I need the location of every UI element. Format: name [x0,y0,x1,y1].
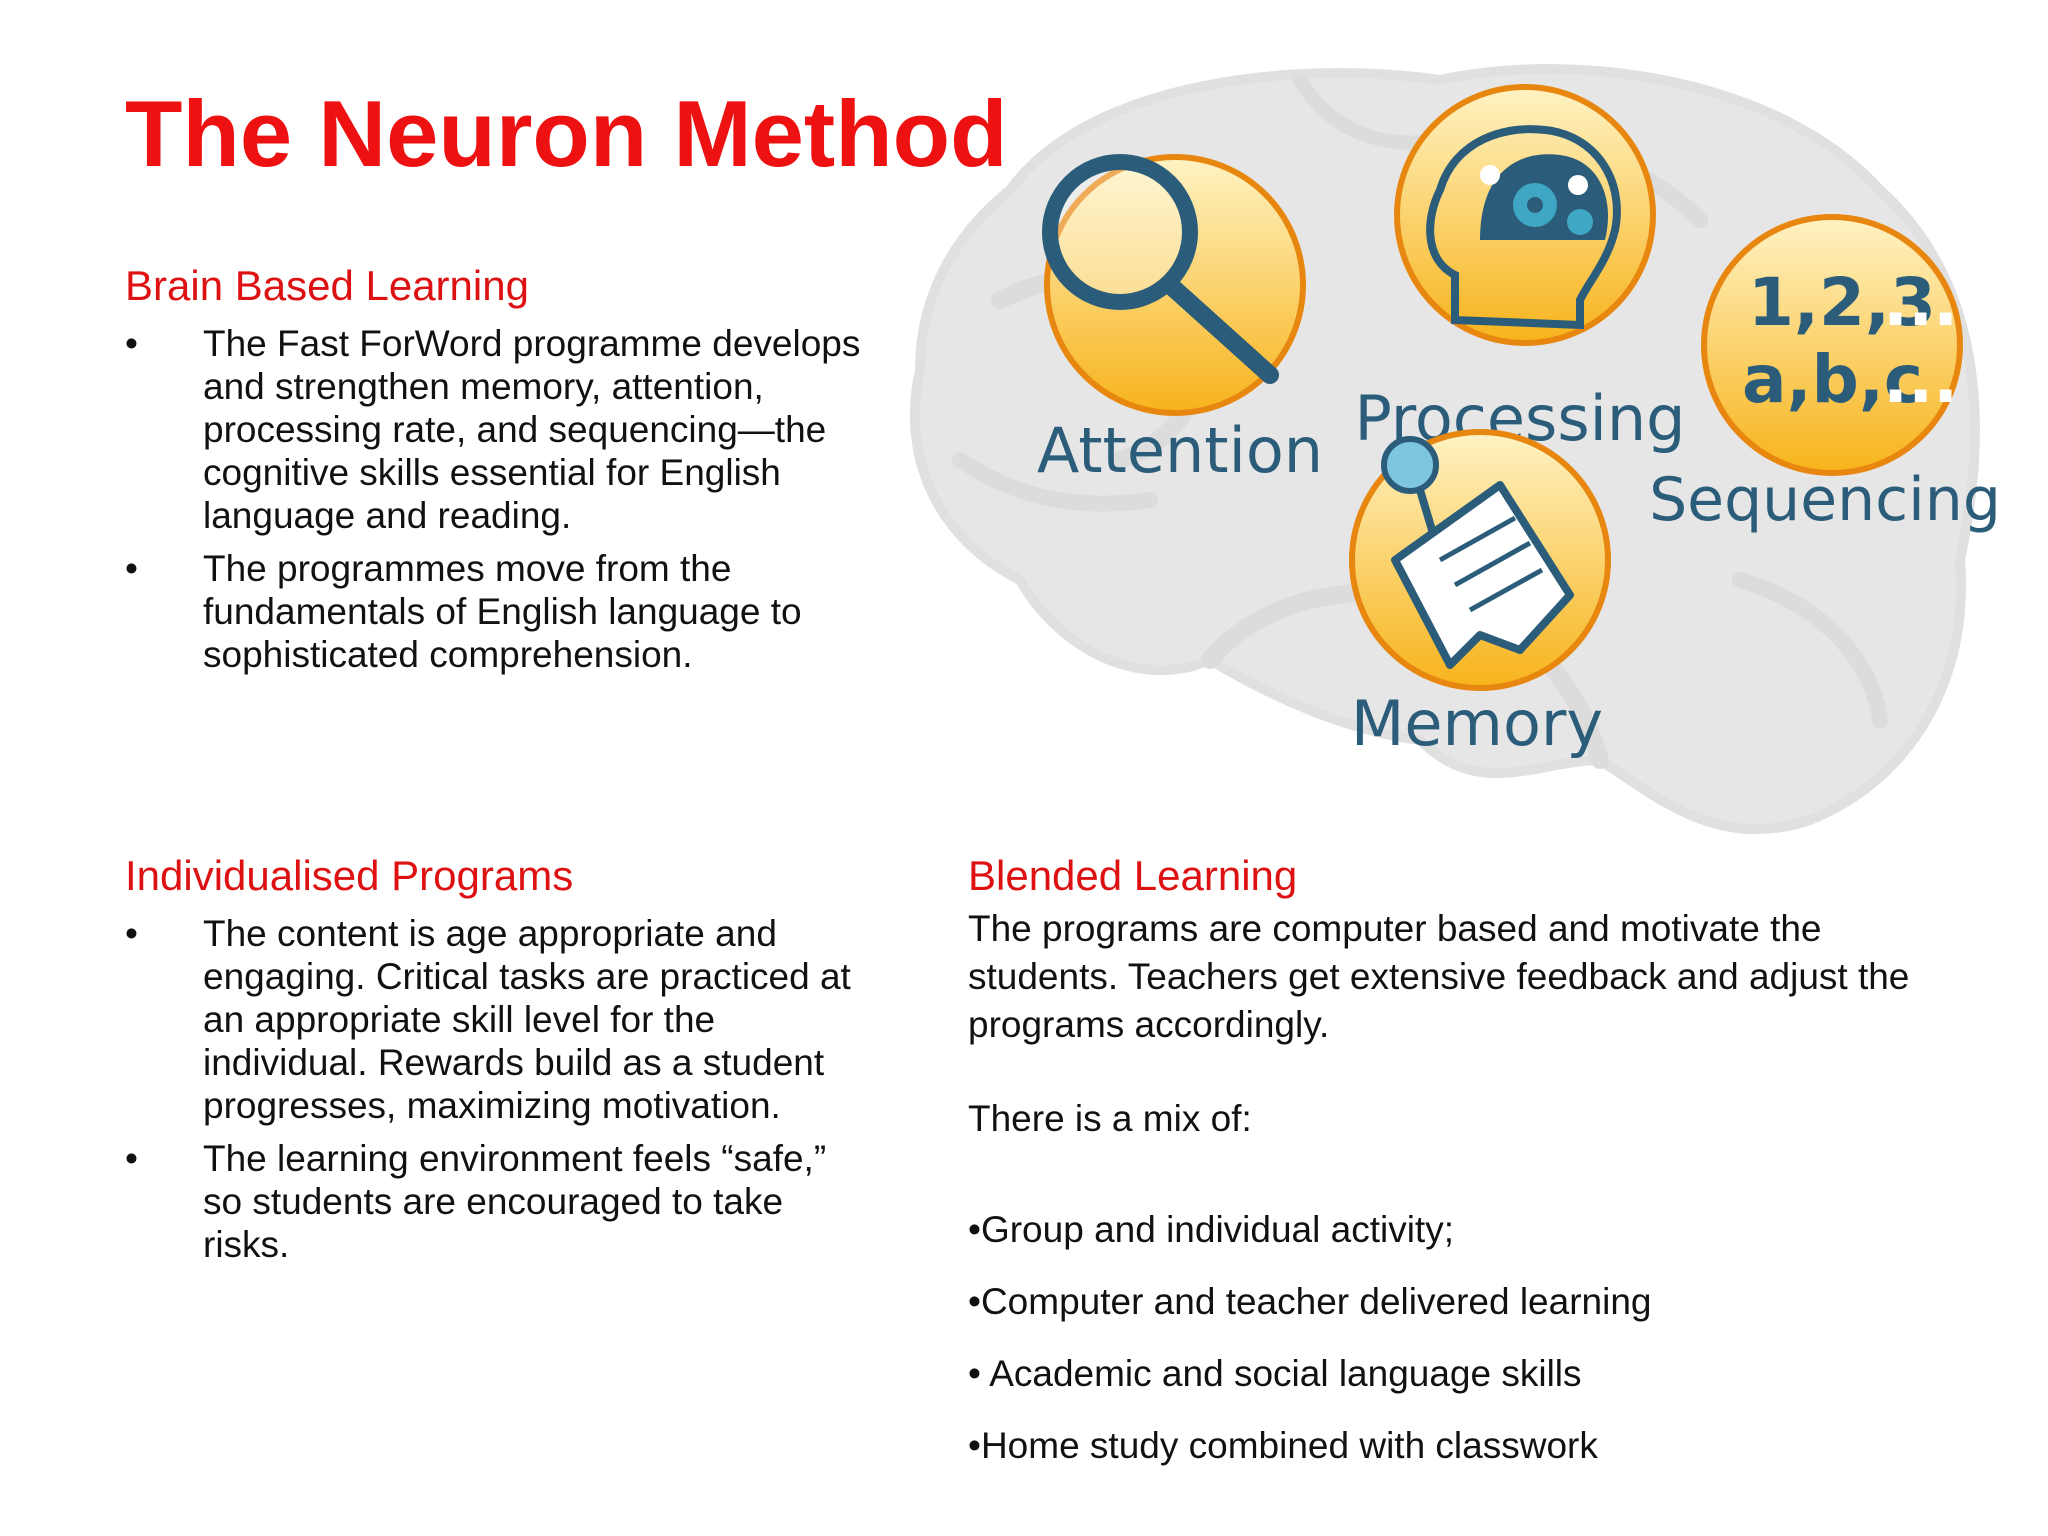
mix-label: There is a mix of: [968,1098,1252,1139]
blended-learning-heading: Blended Learning [968,852,1298,899]
page-title: The Neuron Method [125,81,1008,186]
attention-label: Attention [1037,414,1323,487]
sequencing-node: 1,2,3 ... a,b,c ... Sequencing [1649,214,2000,535]
brain-based-learning-heading: Brain Based Learning [125,262,529,309]
individualised-programs-heading: Individualised Programs [125,852,574,899]
bullet-glyph: • [125,1138,138,1179]
list-item: • The programmes move from the fundament… [125,547,865,676]
sequencing-label: Sequencing [1649,465,2000,535]
sequence-ellipsis: ... [1883,341,1958,418]
list-item: • The learning environment feels “safe,”… [125,1137,865,1266]
list-item: • Academic and social language skills [968,1353,1582,1394]
list-item: • The content is age appropriate and eng… [125,912,865,1127]
list-item: •Home study combined with classwork [968,1425,1598,1466]
individualised-programs-list: • The content is age appropriate and eng… [125,912,865,1276]
list-item: •Group and individual activity; [968,1209,1454,1250]
numbers-letters-icon: 1,2,3 ... a,b,c ... [1742,264,1958,418]
sequence-numbers: 1,2,3 [1748,264,1936,341]
bullet-glyph: • [125,323,138,364]
brain-based-learning-list: • The Fast ForWord programme develops an… [125,322,865,686]
list-item-text: The programmes move from the fundamental… [203,548,802,675]
list-item-text: The Fast ForWord programme develops and … [203,323,861,536]
sequence-letters: a,b,c [1742,341,1923,418]
sequence-ellipsis: ... [1883,264,1958,341]
bullet-glyph: • [125,548,138,589]
magnifier-icon [1042,154,1279,384]
head-gears-icon [1426,125,1621,330]
memory-node: Memory [1349,429,1611,760]
mix-list: •Group and individual activity; •Compute… [968,1206,1651,1494]
list-item-text: The learning environment feels “safe,” s… [203,1138,827,1265]
list-item: • The Fast ForWord programme develops an… [125,322,865,537]
attention-node: Attention [1037,154,1323,487]
bullet-glyph: • [125,913,138,954]
blended-learning-intro: The programs are computer based and moti… [968,908,1910,1045]
notepad-pin-icon [1381,436,1574,669]
list-item: •Computer and teacher delivered learning [968,1281,1652,1322]
cognitive-skills-graphic: Attention Processing 1,2,3 ... a,b,c ...… [909,64,2000,835]
memory-label: Memory [1351,687,1603,760]
list-item-text: The content is age appropriate and engag… [203,913,851,1126]
